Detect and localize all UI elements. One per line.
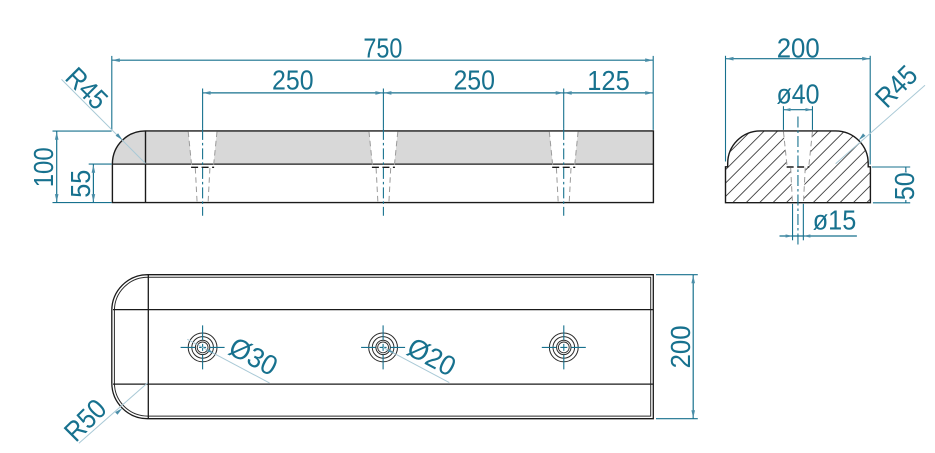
svg-text:750: 750 xyxy=(363,32,402,63)
svg-text:250: 250 xyxy=(453,64,495,95)
svg-text:200: 200 xyxy=(777,32,820,63)
svg-text:125: 125 xyxy=(587,65,630,96)
svg-text:100: 100 xyxy=(28,147,59,187)
svg-text:200: 200 xyxy=(665,325,696,368)
svg-text:55: 55 xyxy=(65,170,96,198)
svg-text:Ø20: Ø20 xyxy=(402,331,461,382)
svg-text:R45: R45 xyxy=(60,61,114,115)
svg-text:R45: R45 xyxy=(869,59,923,113)
svg-text:250: 250 xyxy=(272,64,314,95)
svg-text:ø40: ø40 xyxy=(777,79,820,110)
svg-text:R50: R50 xyxy=(58,393,112,447)
svg-text:ø15: ø15 xyxy=(813,205,857,236)
svg-text:50: 50 xyxy=(889,172,920,200)
